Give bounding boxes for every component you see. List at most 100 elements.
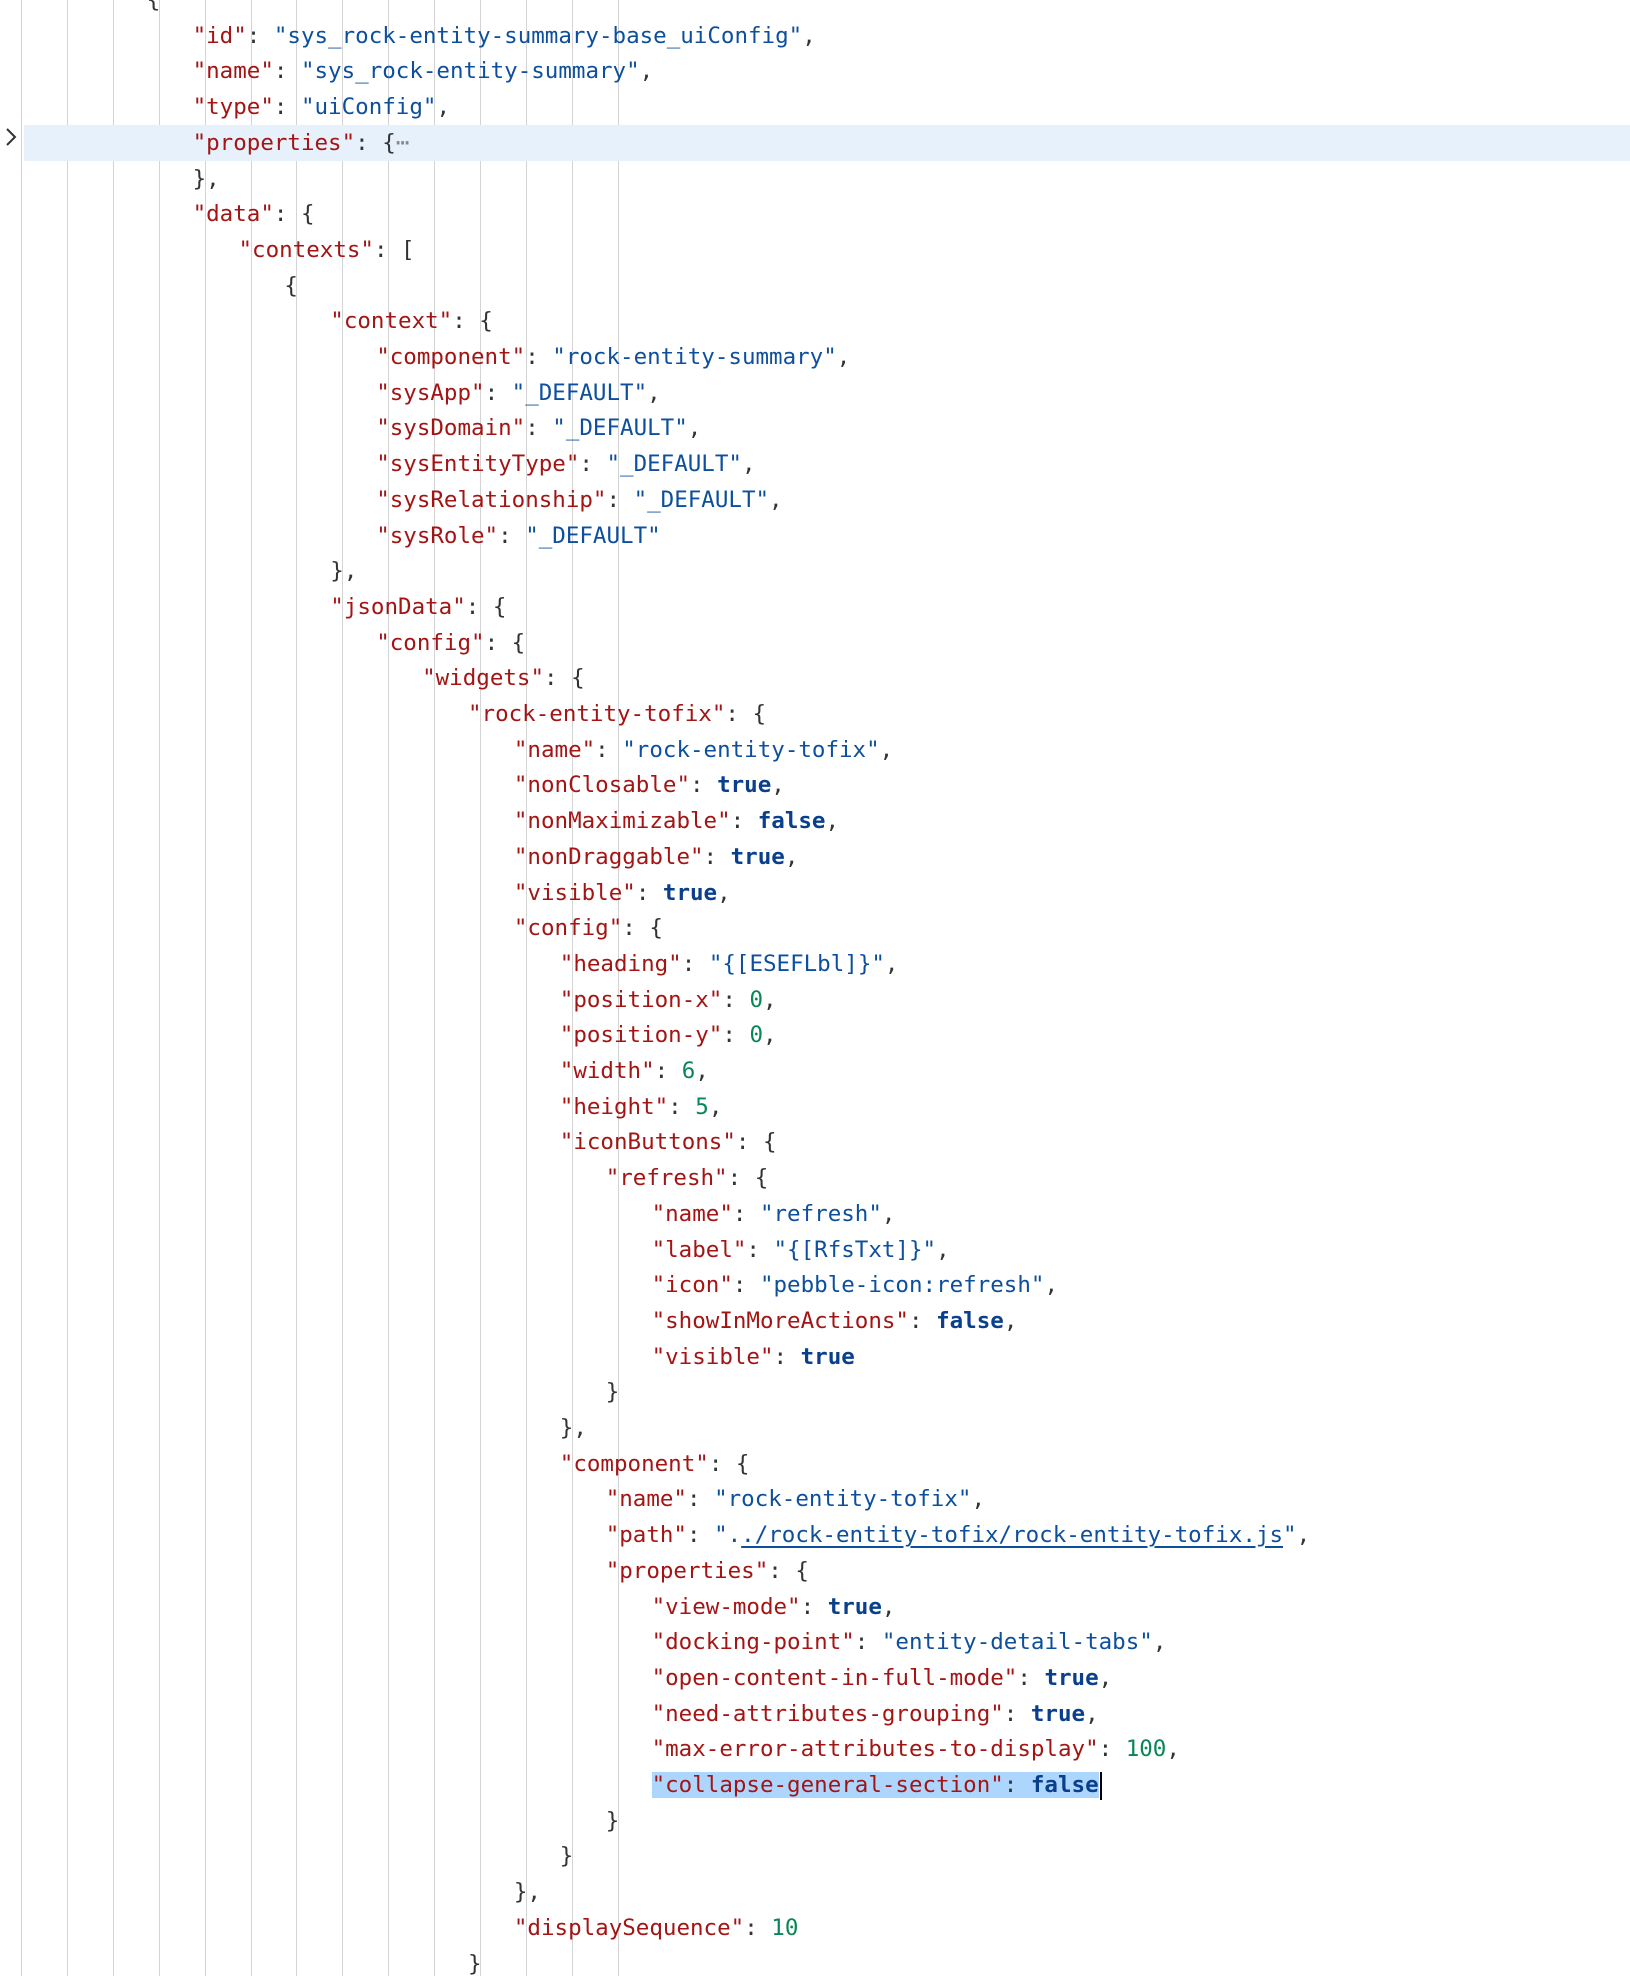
json-key: "context" xyxy=(330,308,453,335)
code-line[interactable]: "context": { xyxy=(0,303,1630,339)
indent-guide xyxy=(342,0,344,1976)
json-string: " xyxy=(1283,1522,1297,1549)
path-link[interactable]: ./rock-entity-tofix/rock-entity-tofix.js xyxy=(741,1522,1284,1549)
code-line[interactable]: "jsonData": { xyxy=(0,589,1630,625)
json-number: 10 xyxy=(771,1914,799,1941)
json-punctuation: } xyxy=(605,1807,620,1834)
code-line[interactable]: "heading": "{[ESEFLbl]}", xyxy=(0,946,1630,982)
code-line[interactable]: "sysRelationship": "_DEFAULT", xyxy=(0,482,1630,518)
code-line[interactable]: "iconButtons": { xyxy=(0,1124,1630,1160)
code-line[interactable]: "rock-entity-tofix": { xyxy=(0,696,1630,732)
code-line[interactable]: "nonDraggable": true, xyxy=(0,839,1630,875)
code-line[interactable]: "position-x": 0, xyxy=(0,982,1630,1018)
code-line[interactable]: "name": "rock-entity-tofix", xyxy=(0,1481,1630,1517)
code-line[interactable]: "id": "sys_rock-entity-summary-base_uiCo… xyxy=(0,18,1630,54)
code-line[interactable]: "docking-point": "entity-detail-tabs", xyxy=(0,1624,1630,1660)
code-line[interactable]: "sysDomain": "_DEFAULT", xyxy=(0,410,1630,446)
json-boolean: true xyxy=(730,843,785,870)
code-line[interactable]: "collapse-general-section": false xyxy=(0,1767,1630,1803)
code-line[interactable]: "type": "uiConfig", xyxy=(0,89,1630,125)
json-punctuation: : { xyxy=(355,129,396,156)
code-line[interactable]: "config": { xyxy=(0,625,1630,661)
code-line[interactable]: "position-y": 0, xyxy=(0,1017,1630,1053)
code-line[interactable]: }, xyxy=(0,1874,1630,1910)
code-line-content: "max-error-attributes-to-display": 100, xyxy=(652,1731,1180,1767)
json-key: "position-x" xyxy=(559,986,723,1013)
json-punctuation: , xyxy=(1098,1664,1113,1691)
json-string: "sys_rock-entity-summary-base_uiConfig" xyxy=(273,22,803,49)
json-key: "name" xyxy=(192,58,274,85)
code-line[interactable]: "sysEntityType": "_DEFAULT", xyxy=(0,446,1630,482)
code-line-content: } xyxy=(560,1838,574,1874)
code-line[interactable]: "sysApp": "_DEFAULT", xyxy=(0,375,1630,411)
code-line-content: "name": "sys_rock-entity-summary", xyxy=(193,53,654,89)
code-line[interactable]: "name": "rock-entity-tofix", xyxy=(0,732,1630,768)
code-line-content: "view-mode": true, xyxy=(652,1589,896,1625)
code-line[interactable]: "displaySequence": 10 xyxy=(0,1910,1630,1946)
indent-guide xyxy=(21,0,22,1976)
json-number: 6 xyxy=(681,1058,696,1084)
code-line[interactable]: "height": 5, xyxy=(0,1089,1630,1125)
json-punctuation: : xyxy=(1003,1772,1031,1798)
code-line[interactable]: "width": 6, xyxy=(0,1053,1630,1089)
code-line-content: "iconButtons": { xyxy=(560,1124,777,1160)
code-line[interactable]: "max-error-attributes-to-display": 100, xyxy=(0,1731,1630,1767)
code-line[interactable]: "nonClosable": true, xyxy=(0,767,1630,803)
code-line[interactable]: } xyxy=(0,1946,1630,1982)
indent-guide xyxy=(250,0,252,1976)
code-line[interactable]: "label": "{[RfsTxt]}", xyxy=(0,1232,1630,1268)
code-line-content: "component": "rock-entity-summary", xyxy=(376,339,850,375)
code-line[interactable]: "path": "../rock-entity-tofix/rock-entit… xyxy=(0,1517,1630,1553)
json-key: "collapse-general-section" xyxy=(651,1772,1004,1798)
code-line-folded[interactable]: "properties": {⋯ xyxy=(24,124,1630,161)
code-line[interactable]: { xyxy=(0,0,1630,18)
json-key: "height" xyxy=(559,1093,669,1120)
code-line[interactable]: "contexts": [ xyxy=(0,232,1630,268)
code-line[interactable]: "open-content-in-full-mode": true, xyxy=(0,1660,1630,1696)
code-line[interactable]: "nonMaximizable": false, xyxy=(0,803,1630,839)
code-line[interactable]: "visible": true, xyxy=(0,875,1630,911)
code-line[interactable]: "name": "refresh", xyxy=(0,1196,1630,1232)
code-line[interactable]: "need-attributes-grouping": true, xyxy=(0,1696,1630,1732)
code-line[interactable]: "visible": true xyxy=(0,1339,1630,1375)
folded-ellipsis[interactable]: ⋯ xyxy=(395,129,410,156)
code-line[interactable]: { xyxy=(0,268,1630,304)
json-key: "path" xyxy=(605,1522,687,1549)
code-line[interactable]: } xyxy=(0,1803,1630,1839)
json-key: "sysRelationship" xyxy=(376,486,607,513)
json-key: "sysRole" xyxy=(376,522,499,549)
json-key: "config" xyxy=(376,629,485,656)
code-line[interactable]: "config": { xyxy=(0,910,1630,946)
code-line[interactable]: "data": { xyxy=(0,196,1630,232)
code-line-content: "nonMaximizable": false, xyxy=(514,803,839,839)
json-key: "docking-point" xyxy=(651,1629,855,1656)
code-line[interactable]: "component": "rock-entity-summary", xyxy=(0,339,1630,375)
code-line[interactable]: "refresh": { xyxy=(0,1160,1630,1196)
json-string: "rock-entity-tofix" xyxy=(714,1486,972,1513)
code-line[interactable]: "properties": { xyxy=(0,1553,1630,1589)
code-line[interactable]: }, xyxy=(0,1410,1630,1446)
json-punctuation: : xyxy=(722,986,750,1013)
code-line[interactable]: "showInMoreActions": false, xyxy=(0,1303,1630,1339)
code-line[interactable]: } xyxy=(0,1838,1630,1874)
chevron-right-icon[interactable] xyxy=(2,125,20,149)
code-line-content: } xyxy=(606,1803,620,1839)
indent-guide xyxy=(571,0,573,1976)
code-line[interactable]: "icon": "pebble-icon:refresh", xyxy=(0,1267,1630,1303)
json-punctuation: , xyxy=(1044,1272,1058,1299)
code-line[interactable]: "view-mode": true, xyxy=(0,1589,1630,1625)
code-line[interactable]: }, xyxy=(0,553,1630,589)
json-key: "nonClosable" xyxy=(513,772,690,799)
code-line[interactable]: "sysRole": "_DEFAULT" xyxy=(0,518,1630,554)
code-line[interactable]: "component": { xyxy=(0,1446,1630,1482)
json-punctuation: , xyxy=(647,379,661,406)
code-line[interactable]: } xyxy=(0,1374,1630,1410)
code-line[interactable]: "name": "sys_rock-entity-summary", xyxy=(0,53,1630,89)
code-line[interactable]: "widgets": { xyxy=(0,660,1630,696)
json-key: "nonDraggable" xyxy=(513,843,704,870)
code-line-content: "position-y": 0, xyxy=(560,1017,777,1053)
code-line[interactable]: }, xyxy=(0,161,1630,197)
code-line-content: }, xyxy=(193,161,220,197)
json-punctuation: , xyxy=(936,1236,950,1263)
